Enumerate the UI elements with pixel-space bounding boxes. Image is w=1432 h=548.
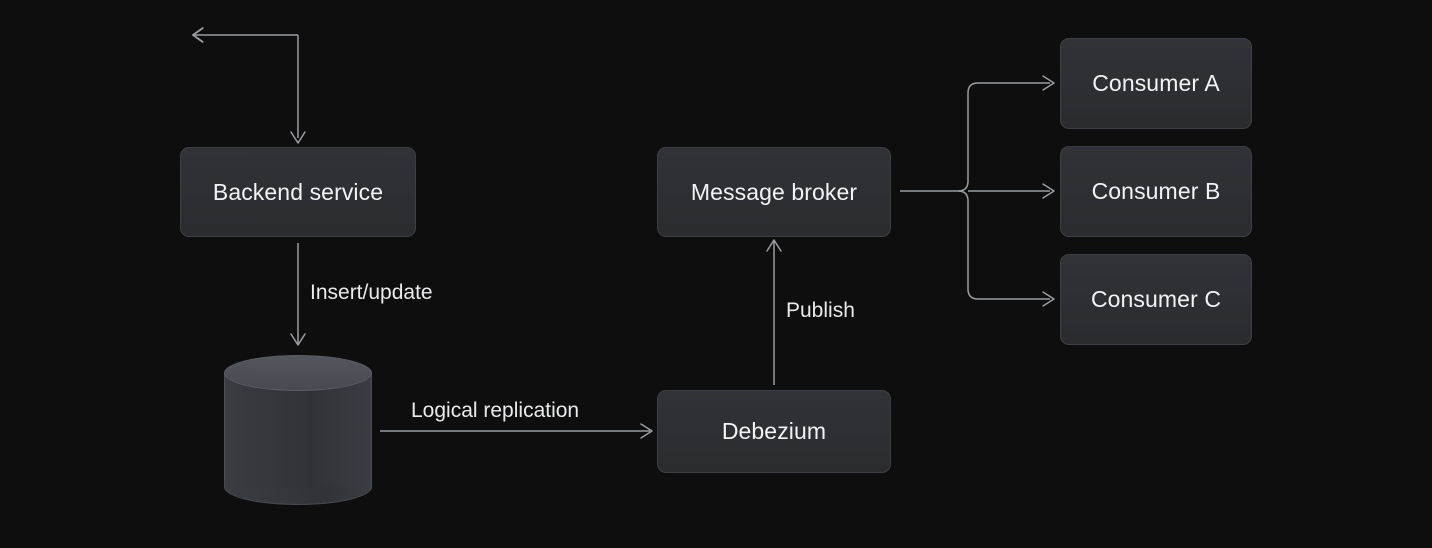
- cylinder-body: [224, 373, 372, 487]
- cylinder-top-ellipse: [224, 355, 372, 391]
- node-database-cylinder[interactable]: [224, 355, 374, 507]
- node-consumer-c-label: Consumer C: [1090, 286, 1222, 312]
- node-consumer-b[interactable]: Consumer B: [1060, 146, 1252, 237]
- node-consumer-a-label: Consumer A: [1092, 70, 1220, 96]
- node-debezium[interactable]: Debezium: [657, 390, 891, 473]
- edge-broker-to-consumers: [900, 75, 1055, 307]
- edge-in-to-backend: [192, 27, 306, 144]
- node-message-broker[interactable]: Message broker: [657, 147, 891, 237]
- edge-label-publish: Publish: [786, 299, 855, 322]
- node-debezium-label: Debezium: [721, 418, 827, 444]
- edge-label-logical-replication: Logical replication: [411, 399, 580, 422]
- node-consumer-c[interactable]: Consumer C: [1060, 254, 1252, 345]
- edge-database-to-debezium: [380, 423, 653, 439]
- node-backend-service[interactable]: Backend service: [180, 147, 416, 237]
- edge-label-insert-update: Insert/update: [310, 281, 433, 304]
- node-consumer-a[interactable]: Consumer A: [1060, 38, 1252, 129]
- node-consumer-b-label: Consumer B: [1091, 178, 1221, 204]
- node-backend-service-label: Backend service: [212, 178, 384, 205]
- edge-debezium-to-broker: [766, 239, 782, 385]
- edge-backend-to-database: [290, 243, 306, 346]
- node-message-broker-label: Message broker: [690, 178, 858, 205]
